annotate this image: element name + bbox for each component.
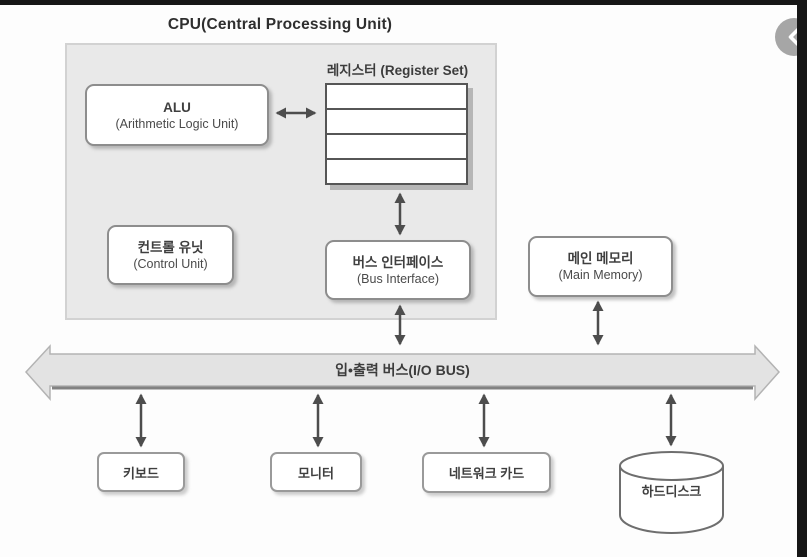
keyboard-box: 키보드 xyxy=(97,452,185,492)
main-memory-subtitle: (Main Memory) xyxy=(558,268,643,282)
control-unit-box: 컨트롤 유닛 (Control Unit) xyxy=(107,225,234,285)
register-row xyxy=(327,160,466,183)
io-bus-label: 입•출력 버스(I/O BUS) xyxy=(335,362,470,378)
monitor-box: 모니터 xyxy=(270,452,362,492)
register-row xyxy=(327,110,466,135)
control-unit-name: 컨트롤 유닛 xyxy=(137,239,204,255)
register-set-label: 레지스터 (Register Set) xyxy=(326,63,469,78)
register-row xyxy=(327,85,466,110)
bus-interface-box: 버스 인터페이스 (Bus Interface) xyxy=(325,240,471,300)
control-unit-subtitle: (Control Unit) xyxy=(133,256,208,271)
main-memory-name: 메인 메모리 xyxy=(567,251,634,266)
network-card-box: 네트워크 카드 xyxy=(422,452,551,493)
main-memory-box: 메인 메모리 (Main Memory) xyxy=(528,236,673,297)
page-title: CPU(Central Processing Unit) xyxy=(167,16,393,33)
register-row xyxy=(327,135,466,160)
hard-disk-label: 하드디스크 xyxy=(641,484,702,499)
bus-interface-name: 버스 인터페이스 xyxy=(352,254,444,270)
bus-interface-subtitle: (Bus Interface) xyxy=(357,271,439,286)
right-border-bar xyxy=(797,0,807,557)
register-set-stack xyxy=(325,83,468,185)
keyboard-label: 키보드 xyxy=(123,465,159,481)
top-border-bar xyxy=(0,0,807,5)
alu-name: ALU xyxy=(163,99,191,115)
chevron-left-icon xyxy=(788,27,800,47)
alu-box: ALU (Arithmetic Logic Unit) xyxy=(85,84,269,146)
alu-subtitle: (Arithmetic Logic Unit) xyxy=(115,116,239,131)
network-card-label: 네트워크 카드 xyxy=(448,466,525,481)
monitor-label: 모니터 xyxy=(298,465,334,481)
